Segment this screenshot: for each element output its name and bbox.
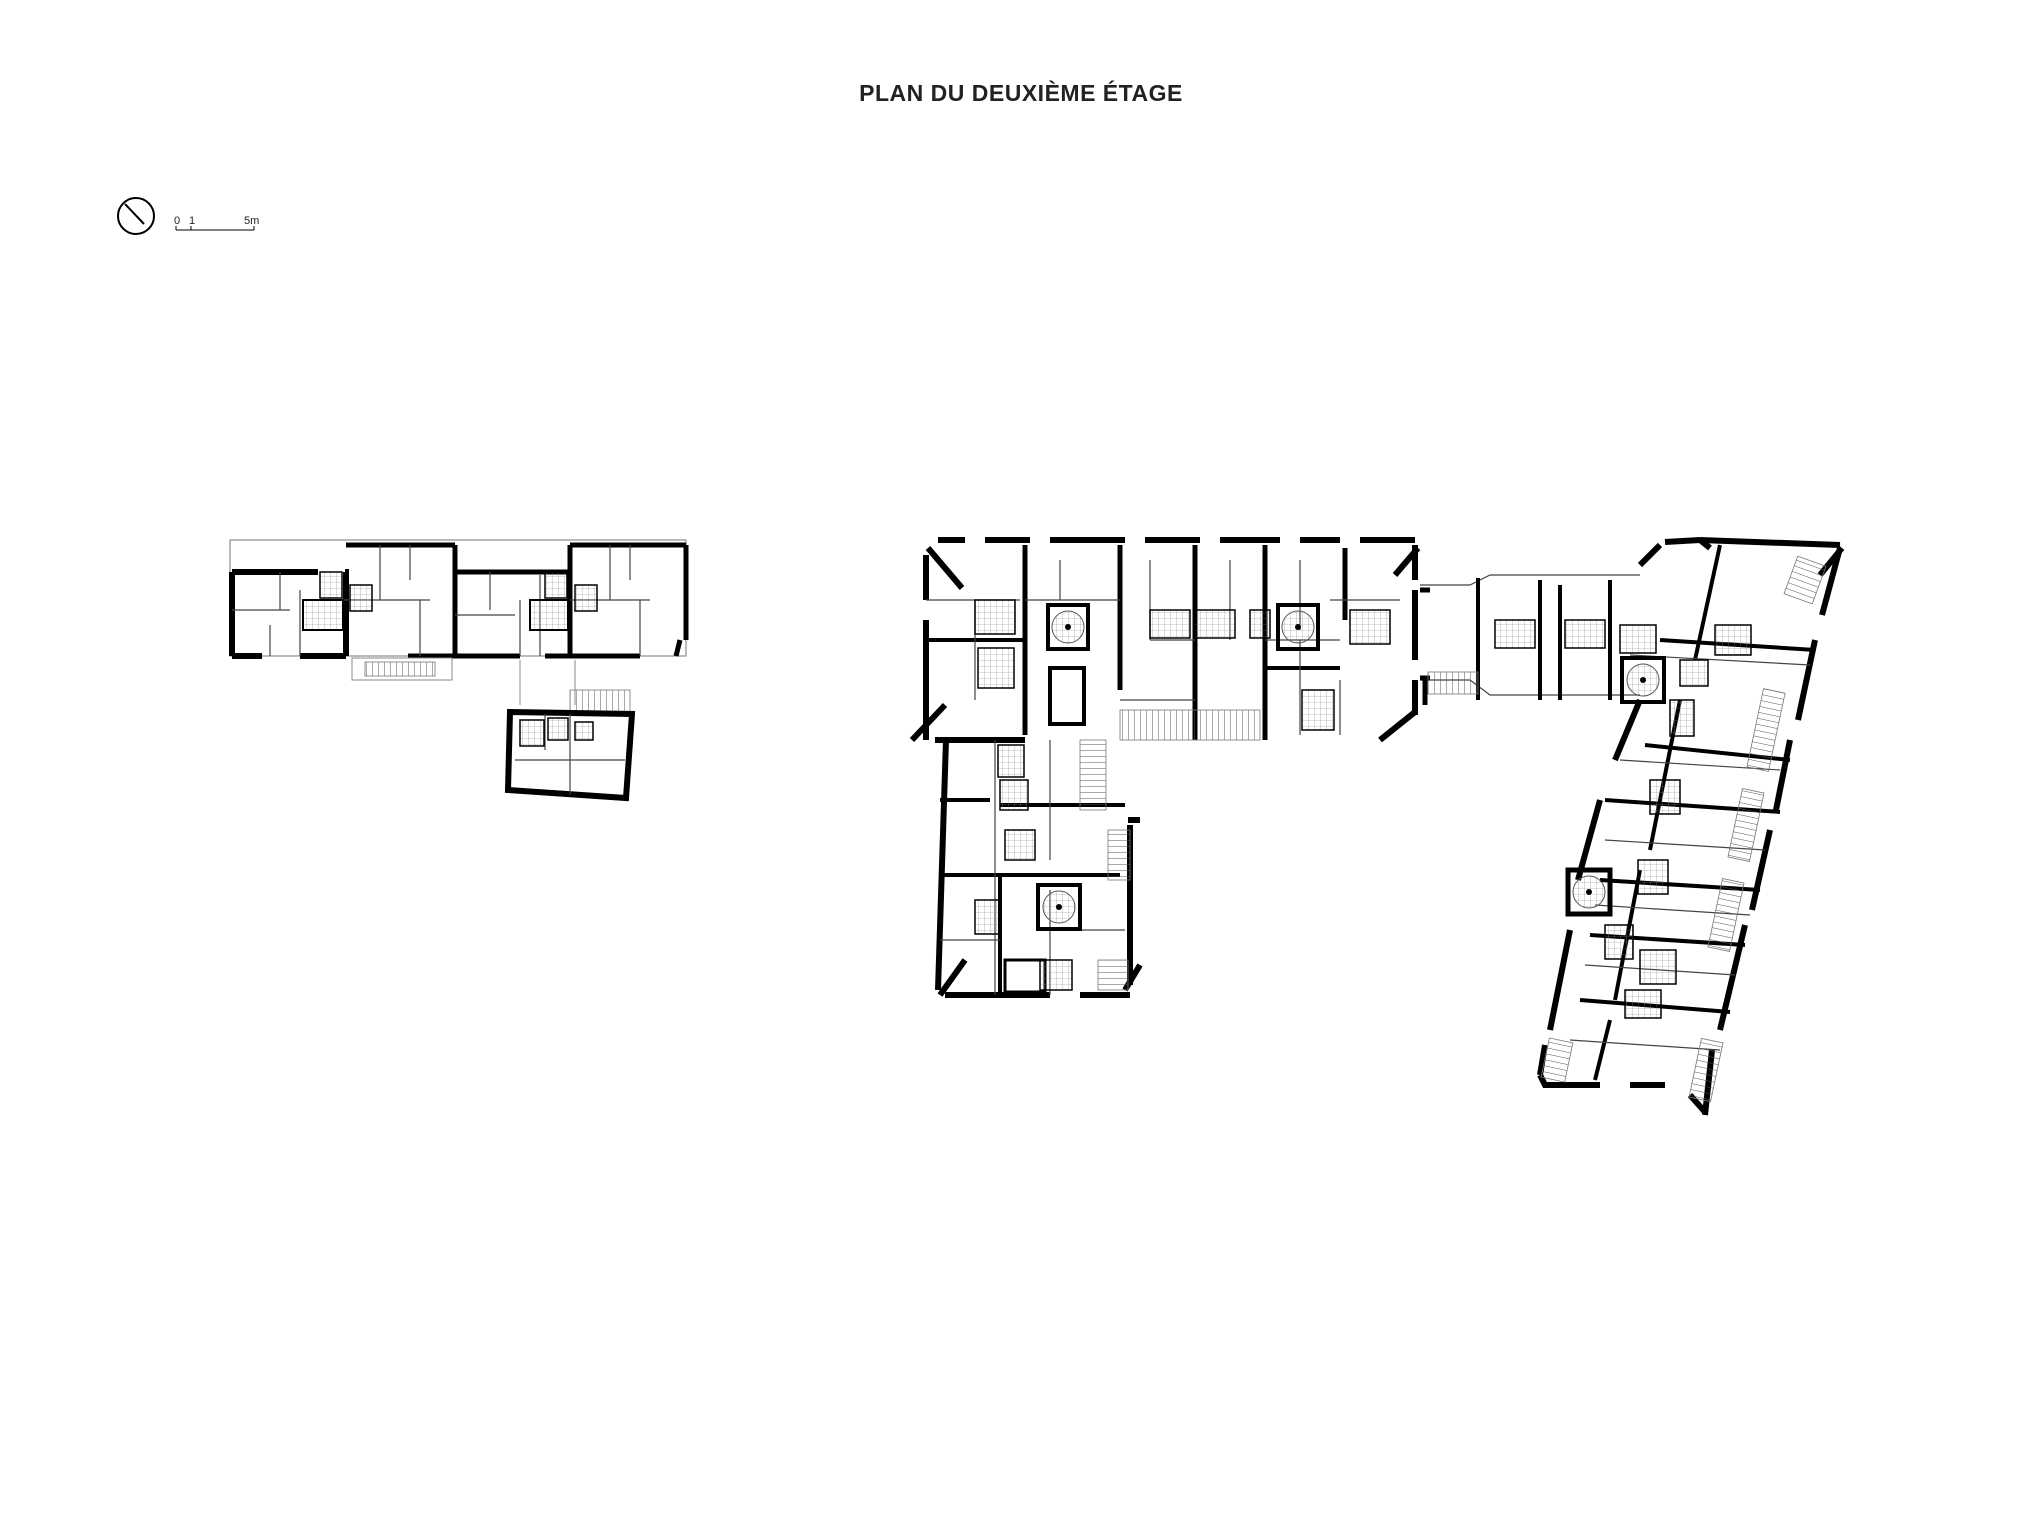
legend: 0 1 5m [117, 197, 259, 235]
connecting-corridor [1420, 574, 1640, 705]
scale-label-0: 0 [174, 215, 180, 227]
spiral-stair [1036, 883, 1082, 931]
spiral-stair [1046, 603, 1090, 651]
scale-label-1: 1 [189, 215, 195, 227]
spiral-stair [1276, 603, 1320, 651]
pavilion-building [504, 708, 636, 802]
north-arrow-icon [117, 197, 155, 235]
spiral-stair [1565, 867, 1613, 917]
main-building-left-wing [935, 739, 1143, 998]
plan-title: PLAN DU DEUXIÈME ÉTAGE [859, 80, 1183, 106]
main-building-right-wing [1537, 537, 1845, 1116]
scale-label-5m: 5m [244, 215, 259, 227]
main-building-top-wing [909, 537, 1421, 743]
left-building [229, 539, 689, 713]
scale-bar: 0 1 5m [174, 215, 259, 231]
spiral-stair [1620, 656, 1666, 704]
